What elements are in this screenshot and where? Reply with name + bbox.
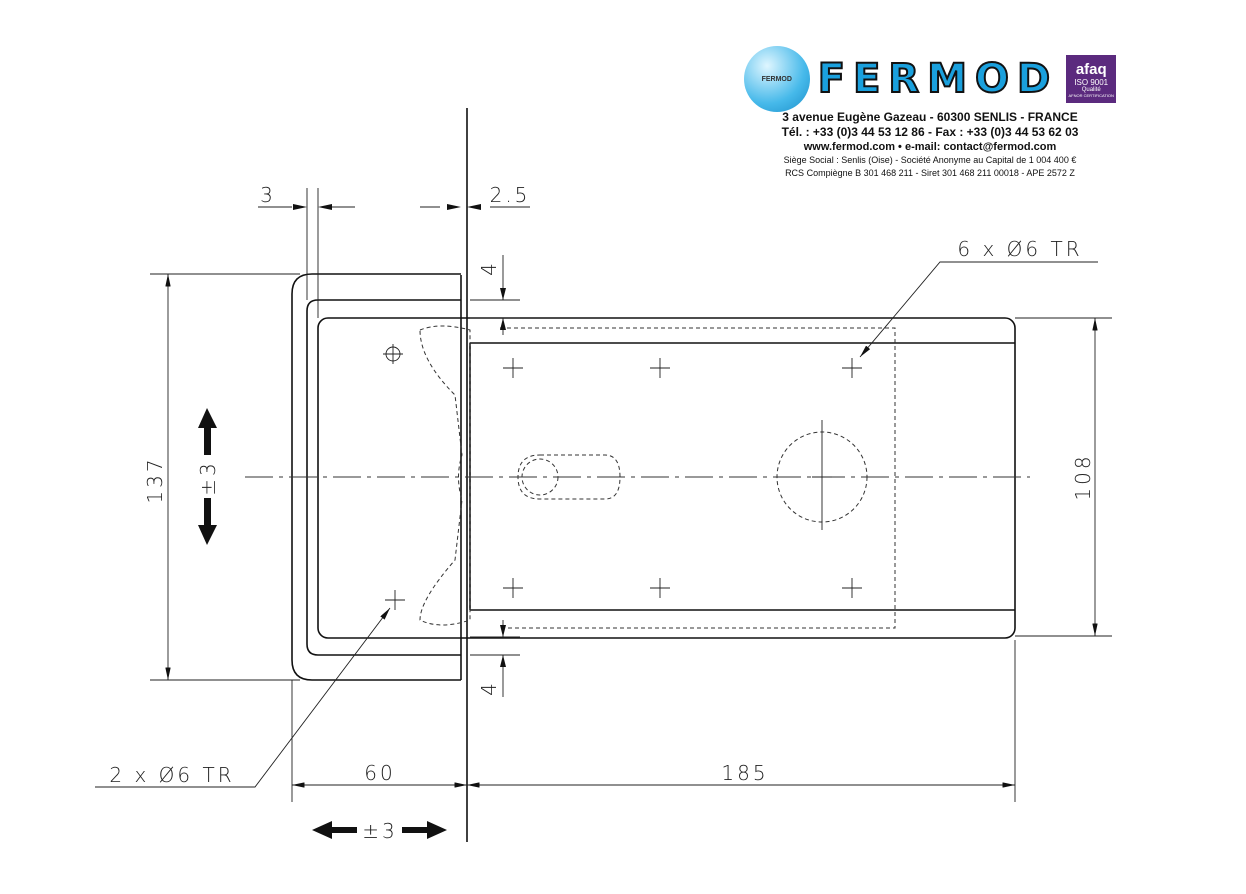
plate-holes-label: 6 x Ø6 TR <box>957 237 1082 261</box>
dim-137-lines <box>150 273 300 681</box>
horizontal-adjust-label: ±3 <box>362 819 397 843</box>
logo-row: FERMOD FERMOD afaq ISO 9001 Qualité AFNO… <box>710 46 1150 112</box>
hole-markers <box>383 344 862 610</box>
dim-60-label: 60 <box>364 761 395 785</box>
plate-outline <box>317 317 1016 639</box>
brand-logo: FERMOD <box>817 55 1059 103</box>
ball-logo-text: FERMOD <box>761 75 792 83</box>
afaq-cert-logo: afaq ISO 9001 Qualité AFNOR CERTIFICATIO… <box>1066 55 1117 103</box>
dim-108-label: 108 <box>1071 453 1095 500</box>
right-arrow-icon <box>402 821 447 839</box>
dim-3-lines <box>258 188 530 318</box>
web-email: www.fermod.com • e-mail: contact@fermod.… <box>803 141 1057 153</box>
hole-circle-icon <box>385 346 401 362</box>
fermod-ball-logo: FERMOD <box>743 46 810 112</box>
leader-plate-holes <box>859 261 1098 358</box>
cert-brand: afaq <box>1075 60 1107 78</box>
flange-holes-label: 2 x Ø6 TR <box>109 763 234 787</box>
dim-bottom-ext <box>291 640 1016 802</box>
cert-quality: Qualité <box>1081 86 1101 93</box>
hole-icon <box>383 344 862 610</box>
legal-line-2: RCS Compiègne B 301 468 211 - Siret 301 … <box>785 168 1075 178</box>
company-header: FERMOD FERMOD afaq ISO 9001 Qualité AFNO… <box>710 46 1150 180</box>
dim-137-label: 137 <box>143 456 167 503</box>
dim-4-top-label: 4 <box>477 260 501 276</box>
dim-3-label: 3 <box>260 183 276 207</box>
leader-flange-holes <box>95 607 391 788</box>
dim-3-arrows <box>293 204 481 210</box>
phone: Tél. : +33 (0)3 44 53 12 86 - Fax : +33 … <box>781 125 1079 139</box>
cert-org: AFNOR CERTIFICATION <box>1068 92 1114 98</box>
vertical-adjust-label: ±3 <box>196 460 220 495</box>
dim-4-lines <box>470 255 520 697</box>
dim-185-label: 185 <box>721 761 768 785</box>
dim-4-bottom-label: 4 <box>477 680 501 696</box>
hidden-body <box>419 325 896 629</box>
left-arrow-icon <box>312 821 357 839</box>
address: 3 avenue Eugène Gazeau - 60300 SENLIS - … <box>782 110 1078 124</box>
cert-standard: ISO 9001 <box>1074 77 1109 87</box>
up-arrow-icon <box>198 408 217 455</box>
legal-line-1: Siège Social : Senlis (Oise) - Société A… <box>783 155 1077 165</box>
dim-2-5-label: 2.5 <box>490 183 531 207</box>
down-arrow-icon <box>198 498 217 545</box>
